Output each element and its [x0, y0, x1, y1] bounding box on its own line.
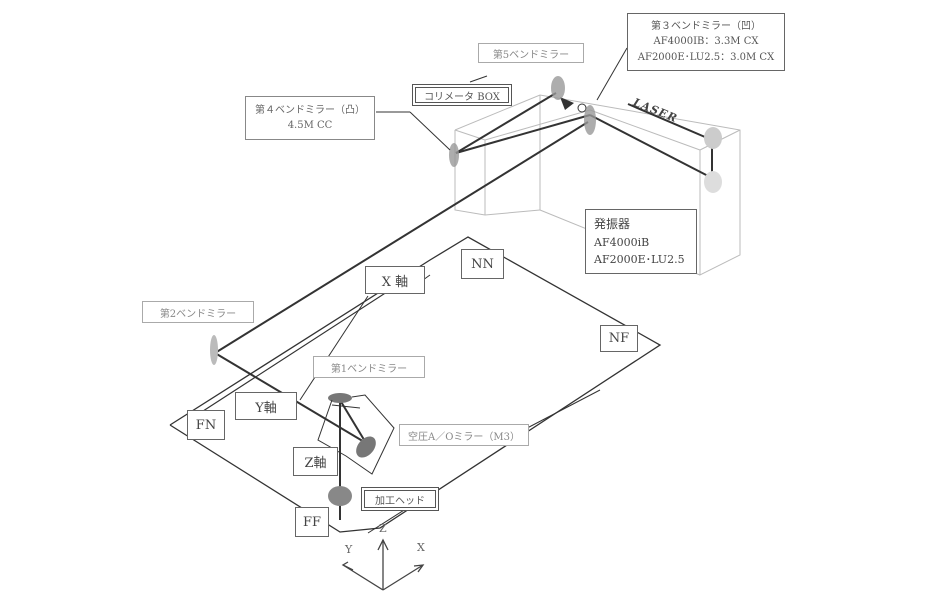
- x-axis-label: X 軸: [365, 266, 425, 294]
- ao-mirror-label: 空圧A／Oミラー（M3）: [399, 424, 529, 446]
- bend-mirror-5-icon: [551, 76, 565, 100]
- oscillator-model-af2000: AF2000E･LU2.5: [594, 252, 685, 266]
- bend-mirror-3-label: 第３ベンドミラー（凹） AF4000IB：3.3M CX AF2000E･LU2…: [627, 13, 785, 71]
- bend-mirror-3-title: 第３ベンドミラー（凹）: [651, 20, 761, 32]
- bend-mirror-3-spec-af2000: AF2000E･LU2.5：3.0M CX: [637, 51, 775, 63]
- bend-mirror-4-title: 第４ベンドミラー（凸）: [255, 104, 365, 116]
- collimator-box-label: コリメータ BOX: [412, 84, 512, 106]
- bend-mirror-2-label: 第2ベンドミラー: [142, 301, 254, 323]
- laser-mirror-bottom-icon: [704, 171, 722, 193]
- nn-label: NN: [461, 249, 504, 279]
- ff-label: FF: [295, 507, 329, 537]
- bend-mirror-4-icon: [449, 143, 459, 167]
- bend-mirror-3-icon: [584, 105, 596, 135]
- z-axis-letter: Z: [379, 522, 387, 535]
- processing-head-lens-icon: [328, 486, 352, 506]
- oscillator-title: 発振器: [594, 217, 631, 232]
- bend-mirror-3-spec-af4000: AF4000IB：3.3M CX: [653, 36, 759, 48]
- beam-junction-marker: [577, 103, 587, 113]
- z-axis-label: Z軸: [293, 447, 338, 476]
- x-axis-letter: X: [417, 541, 425, 554]
- oscillator-label: 発振器 AF4000iB AF2000E･LU2.5: [585, 209, 697, 274]
- mirrors: [210, 76, 722, 506]
- y-axis-label: Y軸: [235, 392, 297, 420]
- ao-mirror-icon: [356, 436, 376, 458]
- laser-mirror-top-icon: [704, 127, 722, 149]
- y-axis-letter: Y: [345, 543, 353, 556]
- bend-mirror-4-label: 第４ベンドミラー（凸） 4.5M CC: [245, 96, 375, 140]
- machine-bed-outline: [169, 236, 662, 533]
- beam-arrow-head: [560, 97, 574, 110]
- bend-mirror-2-icon: [210, 335, 218, 365]
- processing-head-label: 加工ヘッド: [361, 487, 439, 511]
- bend-mirror-1-label: 第1ベンドミラー: [313, 356, 425, 378]
- nf-label: NF: [600, 325, 638, 352]
- laser-beam-path: [214, 92, 713, 520]
- z-axis-head-box: [317, 394, 395, 475]
- coordinate-axes: [341, 538, 425, 591]
- oscillator-model-af4000: AF4000iB: [594, 235, 650, 249]
- bend-mirror-1-icon: [328, 393, 352, 403]
- fn-label: FN: [187, 410, 225, 440]
- bend-mirror-4-spec: 4.5M CC: [287, 120, 333, 131]
- bend-mirror-5-label: 第5ベンドミラー: [478, 43, 584, 63]
